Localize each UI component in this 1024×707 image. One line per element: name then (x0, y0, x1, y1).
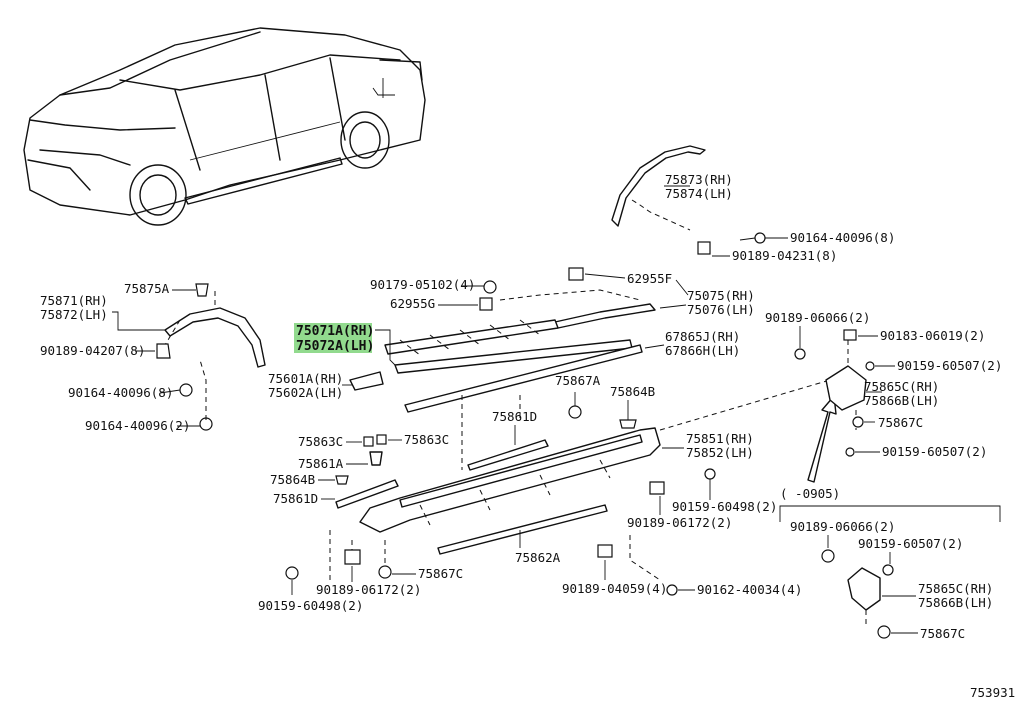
date-range: ( -0905) (780, 486, 840, 501)
label-75873[interactable]: 75873(RH) (665, 172, 733, 187)
moulding-75861D-l[interactable] (335, 479, 399, 509)
clip-icon (344, 549, 361, 565)
label-75866B-2[interactable]: 75866B(LH) (918, 595, 993, 610)
nut-icon (843, 329, 857, 341)
label-90189-c[interactable]: 90189-06172(2) (627, 515, 732, 530)
label-90164-b[interactable]: 90164-40096(8) (68, 385, 173, 400)
clip-icon (697, 241, 711, 255)
label-75861D-top[interactable]: 75861D (492, 409, 537, 424)
screw-icon (845, 447, 855, 457)
label-75874[interactable]: 75874(LH) (665, 186, 733, 201)
bolt-icon (754, 232, 766, 244)
label-75867C-r[interactable]: 75867C (878, 415, 923, 430)
screw-icon (179, 383, 193, 397)
label-75076[interactable]: 75076(LH) (687, 302, 755, 317)
weatherstrip-67865J[interactable] (404, 344, 643, 413)
label-90189-g[interactable]: 90189-06066(2) (790, 519, 895, 534)
car-illustration (23, 27, 426, 226)
pad-icon (363, 436, 374, 447)
label-75861D-l[interactable]: 75861D (273, 491, 318, 506)
clip-icon (335, 475, 349, 485)
clip-icon (597, 544, 613, 558)
label-90179[interactable]: 90179-05102(4) (370, 277, 475, 292)
label-75851[interactable]: 75851(RH) (686, 431, 754, 446)
retainer-75601A[interactable] (349, 371, 384, 391)
label-75872[interactable]: 75872(LH) (40, 307, 108, 322)
label-75867C-2[interactable]: 75867C (920, 626, 965, 641)
label-75866B[interactable]: 75866B(LH) (864, 393, 939, 408)
clip-icon (619, 419, 637, 429)
label-62955G[interactable]: 62955G (390, 296, 435, 311)
direction-arrow (807, 395, 837, 483)
fender-trim-75873[interactable] (611, 145, 706, 231)
wheel-arch-75871[interactable] (159, 290, 266, 368)
bracket-75865C[interactable] (825, 365, 867, 411)
label-90189-e[interactable]: 90189-06172(2) (316, 582, 421, 597)
screw-icon (882, 564, 894, 576)
clip-icon (649, 481, 665, 495)
screw-icon (285, 566, 299, 580)
label-90159-d[interactable]: 90159-60507(2) (882, 444, 987, 459)
nut-icon (483, 280, 497, 294)
pad-icon (376, 434, 387, 445)
label-75601A[interactable]: 75601A(RH) (268, 371, 343, 386)
label-90159-b[interactable]: 90159-60498(2) (258, 598, 363, 613)
label-75864B-top[interactable]: 75864B (610, 384, 655, 399)
label-67865J[interactable]: 67865J(RH) (665, 329, 740, 344)
screw-icon (704, 468, 716, 480)
moulding-75075[interactable] (384, 289, 656, 356)
label-75875A[interactable]: 75875A (124, 281, 170, 296)
label-75865C[interactable]: 75865C(RH) (864, 379, 939, 394)
label-75863C-l[interactable]: 75863C (298, 434, 343, 449)
label-75867C-b[interactable]: 75867C (418, 566, 463, 581)
label-75863C-r[interactable]: 75863C (404, 432, 449, 447)
label-62955F[interactable]: 62955F (627, 271, 672, 286)
label-75071A[interactable]: 75071A(RH) (296, 324, 374, 339)
label-90159-a[interactable]: 90159-60498(2) (672, 499, 777, 514)
moulding-75862A[interactable] (437, 504, 608, 555)
label-75075[interactable]: 75075(RH) (687, 288, 755, 303)
label-90189-d[interactable]: 90189-04059(4) (562, 581, 667, 596)
screw-icon (865, 361, 875, 371)
label-75864B-l[interactable]: 75864B (270, 472, 315, 487)
clip-icon (821, 549, 835, 563)
label-75852[interactable]: 75852(LH) (686, 445, 754, 460)
clip-icon (568, 267, 584, 281)
label-75072A[interactable]: 75072A(LH) (296, 339, 374, 354)
label-90189-b[interactable]: 90189-04207(8) (40, 343, 145, 358)
label-90159-e[interactable]: 90159-60507(2) (858, 536, 963, 551)
highlight-75071A (294, 323, 372, 353)
clip-icon (195, 283, 209, 297)
clip-icon (794, 348, 806, 360)
screw-icon (666, 584, 678, 596)
label-75871[interactable]: 75871(RH) (40, 293, 108, 308)
label-90159-c[interactable]: 90159-60507(2) (897, 358, 1002, 373)
clip-icon (378, 565, 392, 579)
label-75867A[interactable]: 75867A (555, 373, 601, 388)
clip-icon (156, 343, 171, 359)
label-75861A[interactable]: 75861A (298, 456, 344, 471)
label-67866H[interactable]: 67866H(LH) (665, 343, 740, 358)
rocker-panel-75851[interactable] (359, 427, 661, 533)
moulding-75861D-top[interactable] (467, 439, 549, 471)
label-75602A[interactable]: 75602A(LH) (268, 385, 343, 400)
label-90164-a[interactable]: 90164-40096(8) (790, 230, 895, 245)
label-90162[interactable]: 90162-40034(4) (697, 582, 802, 597)
clip-icon (852, 416, 864, 428)
clip-icon (479, 297, 493, 311)
label-90189-f[interactable]: 90189-06066(2) (765, 310, 870, 325)
label-75865C-2[interactable]: 75865C(RH) (918, 581, 993, 596)
label-90164-c[interactable]: 90164-40096(2) (85, 418, 190, 433)
clip-icon (877, 625, 891, 639)
bracket-75865C-2[interactable] (847, 567, 881, 611)
label-75862A[interactable]: 75862A (515, 550, 561, 565)
label-90183[interactable]: 90183-06019(2) (880, 328, 985, 343)
clip-icon (568, 405, 582, 419)
label-90189-a[interactable]: 90189-04231(8) (732, 248, 837, 263)
retainer-75861A[interactable] (369, 451, 383, 466)
diagram-id: 753931 (970, 685, 1015, 700)
